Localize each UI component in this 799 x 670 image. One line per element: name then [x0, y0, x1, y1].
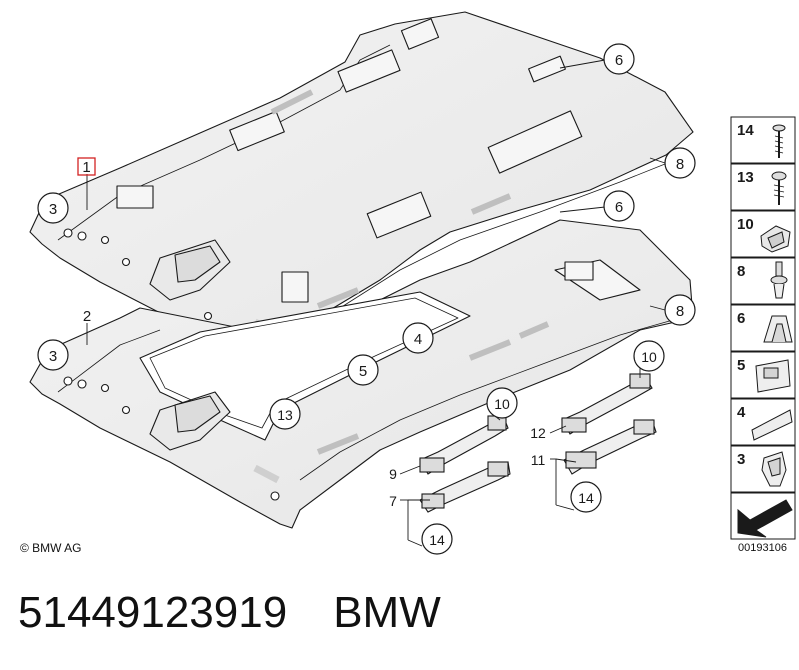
- copyright-text: © BMW AG: [20, 541, 82, 555]
- callout-12-label: 12: [530, 425, 546, 441]
- callout-1[interactable]: 1: [82, 159, 90, 176]
- legend-item-13[interactable]: 13: [730, 163, 796, 211]
- callout-3b-label: 3: [49, 348, 57, 365]
- callout-14b[interactable]: 14: [570, 481, 602, 513]
- legend-label-3: 3: [737, 451, 745, 468]
- retaining-clip-icon: [761, 451, 787, 487]
- callout-5[interactable]: 5: [347, 354, 379, 386]
- callout-3b[interactable]: 3: [37, 339, 69, 371]
- spacer-clip-icon: [763, 315, 793, 343]
- bracket-icon: [755, 359, 791, 393]
- legend-item-8[interactable]: 8: [730, 257, 796, 305]
- callout-12[interactable]: 12: [530, 425, 546, 441]
- legend-label-6: 6: [737, 310, 745, 327]
- callout-10a-label: 10: [494, 396, 510, 412]
- callout-7[interactable]: 7: [389, 493, 397, 509]
- callout-8a[interactable]: 8: [664, 147, 696, 179]
- legend-direction-box: [730, 492, 796, 540]
- wide-screw-icon: [771, 171, 787, 205]
- callout-9-label: 9: [389, 466, 397, 482]
- direction-arrow-icon: [737, 499, 793, 538]
- brand-name: BMW: [333, 588, 441, 637]
- legend-item-14[interactable]: 14: [730, 116, 796, 164]
- callout-2[interactable]: 2: [83, 308, 91, 325]
- clip-icon: [760, 225, 791, 253]
- callout-8b[interactable]: 8: [664, 294, 696, 326]
- legend-label-13: 13: [737, 169, 754, 186]
- legend-label-5: 5: [737, 357, 745, 374]
- part-number: 51449123919: [18, 588, 288, 637]
- part-number-caption: 51449123919 BMW: [18, 588, 441, 638]
- grab-handle-rear-left: [419, 461, 511, 513]
- headliner-upper: [29, 11, 694, 387]
- legend-item-10[interactable]: 10: [730, 210, 796, 258]
- callout-14b-label: 14: [578, 490, 594, 506]
- callout-13-label: 13: [277, 407, 293, 423]
- callout-4-label: 4: [414, 331, 422, 348]
- callout-10b[interactable]: 10: [633, 340, 665, 372]
- callout-11-label: 11: [531, 452, 546, 468]
- callout-4[interactable]: 4: [402, 322, 434, 354]
- callout-14a[interactable]: 14: [421, 523, 453, 555]
- legend-label-4: 4: [737, 404, 746, 421]
- strip-icon: [751, 409, 793, 441]
- grab-handle-rear-right: [563, 419, 657, 475]
- callout-8b-label: 8: [676, 303, 684, 320]
- highlight-box-part-1: [77, 157, 96, 176]
- legend-label-8: 8: [737, 263, 745, 280]
- callout-3a[interactable]: 3: [37, 192, 69, 224]
- callout-5-label: 5: [359, 363, 367, 380]
- parts-legend: 14 13 10: [730, 116, 796, 540]
- callout-10a[interactable]: 10: [486, 387, 518, 419]
- legend-item-3[interactable]: 3: [730, 445, 796, 493]
- callout-6b-label: 6: [615, 199, 623, 216]
- callout-9[interactable]: 9: [389, 466, 397, 482]
- callout-14a-label: 14: [429, 532, 445, 548]
- callout-6a-label: 6: [615, 52, 623, 69]
- legend-item-6[interactable]: 6: [730, 304, 796, 352]
- grab-handle-front-left: [419, 415, 509, 475]
- callout-10b-label: 10: [641, 349, 657, 365]
- rivet-icon: [770, 261, 788, 299]
- legend-label-10: 10: [737, 216, 754, 233]
- callout-3a-label: 3: [49, 201, 57, 218]
- callout-6b[interactable]: 6: [603, 190, 635, 222]
- legend-item-5[interactable]: 5: [730, 351, 796, 399]
- callout-13[interactable]: 13: [269, 398, 301, 430]
- callout-8a-label: 8: [676, 156, 684, 173]
- legend-item-4[interactable]: 4: [730, 398, 796, 446]
- callout-7-label: 7: [389, 493, 397, 509]
- grab-handle-front-right: [561, 373, 653, 435]
- diagram-id: 00193106: [738, 542, 787, 554]
- screw-icon: [772, 124, 786, 158]
- callout-6a[interactable]: 6: [603, 43, 635, 75]
- legend-label-14: 14: [737, 122, 754, 139]
- callout-11[interactable]: 11: [531, 452, 546, 468]
